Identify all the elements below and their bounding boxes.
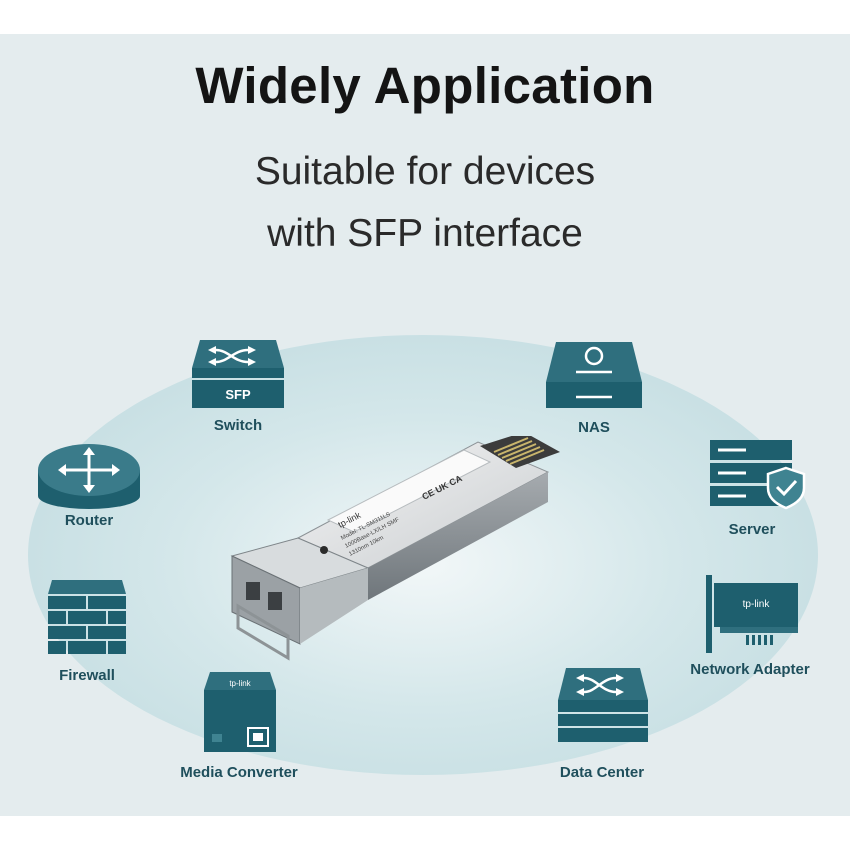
switch-sfp-badge: SFP — [225, 387, 251, 402]
data-center-label: Data Center — [559, 764, 645, 781]
network-adapter-brand: tp-link — [743, 599, 771, 610]
subtitle-line-1: Suitable for devices — [254, 150, 596, 193]
network-adapter-label: Network Adapter — [690, 661, 810, 678]
firewall-icon — [48, 580, 126, 654]
data-center-icon — [558, 668, 648, 742]
firewall-label: Firewall — [59, 667, 115, 684]
subtitle-line-2: with SFP interface — [267, 212, 583, 255]
nas-icon — [546, 342, 642, 408]
media-converter-label: Media Converter — [180, 764, 298, 781]
media-converter-icon: tp-link — [204, 672, 276, 752]
nas-label: NAS — [578, 419, 610, 436]
media-converter-brand: tp-link — [229, 679, 251, 688]
network-adapter-icon: tp-link — [706, 575, 798, 653]
router-icon — [38, 444, 140, 509]
sfp-module-illustration: tp-link Model: TL-SM311LS 1000Base-LX/LH… — [230, 436, 560, 661]
switch-label: Switch — [213, 417, 263, 434]
switch-icon: SFP — [192, 340, 284, 408]
server-icon — [710, 440, 806, 510]
router-label: Router — [64, 512, 114, 529]
page-title: Widely Application — [195, 57, 655, 114]
server-label: Server — [728, 521, 776, 538]
